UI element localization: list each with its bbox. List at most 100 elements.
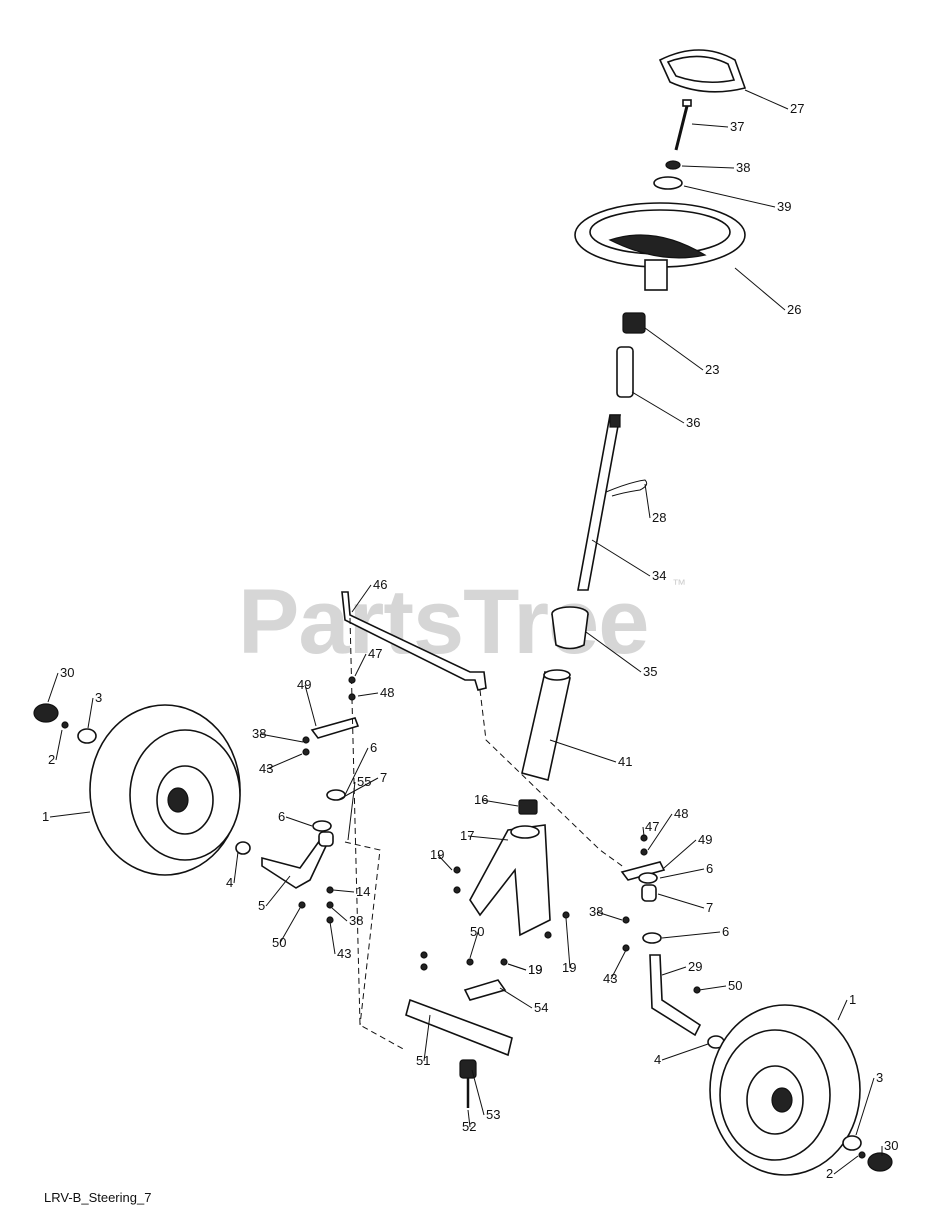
callout-38[interactable]: 38 xyxy=(736,160,750,175)
tube-41-part[interactable] xyxy=(521,669,571,781)
diagram-caption: LRV-B_Steering_7 xyxy=(44,1190,152,1205)
callout-1[interactable]: 1 xyxy=(42,809,49,824)
leader-line xyxy=(647,813,673,851)
callout-23[interactable]: 23 xyxy=(705,362,719,377)
callout-7[interactable]: 7 xyxy=(706,900,713,915)
drag-link-46-part[interactable] xyxy=(341,591,487,691)
callout-35[interactable]: 35 xyxy=(643,664,657,679)
bushing-7-left-part[interactable] xyxy=(318,831,334,847)
bushing-23-part[interactable] xyxy=(622,312,646,334)
spindle-5-part[interactable] xyxy=(261,838,327,889)
steering-shaft-34-part[interactable] xyxy=(577,414,621,591)
gear-16-part[interactable] xyxy=(518,799,538,815)
callout-38[interactable]: 38 xyxy=(589,904,603,919)
callout-1[interactable]: 1 xyxy=(849,992,856,1007)
callout-46[interactable]: 46 xyxy=(373,577,387,592)
washer-39-part[interactable] xyxy=(653,176,683,190)
leader-line xyxy=(357,692,379,697)
callout-6[interactable]: 6 xyxy=(370,740,377,755)
callout-6[interactable]: 6 xyxy=(278,809,285,824)
tire-icon[interactable] xyxy=(89,704,241,876)
callout-37[interactable]: 37 xyxy=(730,119,744,134)
bolt-37-part[interactable] xyxy=(674,99,692,151)
washer-38-part[interactable] xyxy=(665,160,681,170)
callout-54[interactable]: 54 xyxy=(534,1000,548,1015)
shaft-36-part[interactable] xyxy=(616,346,634,398)
callout-53[interactable]: 53 xyxy=(486,1107,500,1122)
callout-26[interactable]: 26 xyxy=(787,302,801,317)
callout-5[interactable]: 5 xyxy=(258,898,265,913)
leader-line xyxy=(631,391,685,424)
callout-43[interactable]: 43 xyxy=(337,946,351,961)
callout-7[interactable]: 7 xyxy=(380,770,387,785)
sector-gear-51-part[interactable] xyxy=(405,998,513,1057)
callout-43[interactable]: 43 xyxy=(259,761,273,776)
callout-43[interactable]: 43 xyxy=(603,971,617,986)
callout-2[interactable]: 2 xyxy=(826,1166,833,1181)
bushing-7-right-part[interactable] xyxy=(641,884,657,902)
callout-55[interactable]: 55 xyxy=(357,774,371,789)
washer-6b-right-part[interactable] xyxy=(642,932,662,944)
leader-line xyxy=(469,931,479,959)
washer-6a-right-part[interactable] xyxy=(638,872,658,884)
leader-line xyxy=(499,987,533,1009)
washer-3-left-part[interactable] xyxy=(77,728,97,744)
callout-30[interactable]: 30 xyxy=(884,1138,898,1153)
callout-48[interactable]: 48 xyxy=(674,806,688,821)
callout-28[interactable]: 28 xyxy=(652,510,666,525)
callout-51[interactable]: 51 xyxy=(416,1053,430,1068)
callout-47[interactable]: 47 xyxy=(645,819,659,834)
steering-bracket-17-part[interactable] xyxy=(469,824,551,937)
cap-30-right-part[interactable] xyxy=(867,1152,893,1172)
tire-right-icon[interactable] xyxy=(709,1004,861,1176)
callout-14[interactable]: 14 xyxy=(356,884,370,899)
callout-50[interactable]: 50 xyxy=(728,978,742,993)
washer-3-right-part[interactable] xyxy=(842,1135,862,1151)
callout-39[interactable]: 39 xyxy=(777,199,791,214)
callout-6[interactable]: 6 xyxy=(706,861,713,876)
callout-6[interactable]: 6 xyxy=(722,924,729,939)
callout-19[interactable]: 19 xyxy=(528,962,542,977)
steering-wheel-icon[interactable] xyxy=(574,202,746,291)
cap-30-left-part[interactable] xyxy=(33,703,59,723)
leader-line xyxy=(591,539,651,577)
callout-52[interactable]: 52 xyxy=(462,1119,476,1134)
spindle-29-part[interactable] xyxy=(649,954,702,1037)
callout-3[interactable]: 3 xyxy=(95,690,102,705)
callout-41[interactable]: 41 xyxy=(618,754,632,769)
callout-50[interactable]: 50 xyxy=(272,935,286,950)
washer-6a-left-part[interactable] xyxy=(326,789,346,801)
callout-49[interactable]: 49 xyxy=(698,832,712,847)
callout-3[interactable]: 3 xyxy=(876,1070,883,1085)
callout-38[interactable]: 38 xyxy=(349,913,363,928)
callout-49[interactable]: 49 xyxy=(297,677,311,692)
pin-28-part[interactable] xyxy=(605,479,648,497)
leader-line xyxy=(437,854,453,871)
callout-27[interactable]: 27 xyxy=(790,101,804,116)
callout-19[interactable]: 19 xyxy=(430,847,444,862)
callout-2[interactable]: 2 xyxy=(48,752,55,767)
callout-30[interactable]: 30 xyxy=(60,665,74,680)
callout-19[interactable]: 19 xyxy=(528,962,542,977)
callout-38[interactable]: 38 xyxy=(252,726,266,741)
callout-19[interactable]: 19 xyxy=(562,960,576,975)
sleeve-35-part[interactable] xyxy=(551,606,589,650)
leader-line xyxy=(285,816,313,827)
steering-cap-part[interactable] xyxy=(658,49,747,93)
arm-49-right-part[interactable] xyxy=(620,861,666,881)
callout-36[interactable]: 36 xyxy=(686,415,700,430)
callout-4[interactable]: 4 xyxy=(654,1052,661,1067)
arm-49-left-part[interactable] xyxy=(310,717,360,739)
callout-29[interactable]: 29 xyxy=(688,959,702,974)
plate-54-part[interactable] xyxy=(463,979,507,1001)
callout-16[interactable]: 16 xyxy=(474,792,488,807)
callout-34[interactable]: 34 xyxy=(652,568,666,583)
callout-17[interactable]: 17 xyxy=(460,828,474,843)
callout-47[interactable]: 47 xyxy=(368,646,382,661)
washer-6b-left-part[interactable] xyxy=(312,820,332,832)
callout-50[interactable]: 50 xyxy=(470,924,484,939)
leader-line xyxy=(47,672,59,703)
washer-4-left-part[interactable] xyxy=(235,841,251,855)
callout-48[interactable]: 48 xyxy=(380,685,394,700)
callout-4[interactable]: 4 xyxy=(226,875,233,890)
